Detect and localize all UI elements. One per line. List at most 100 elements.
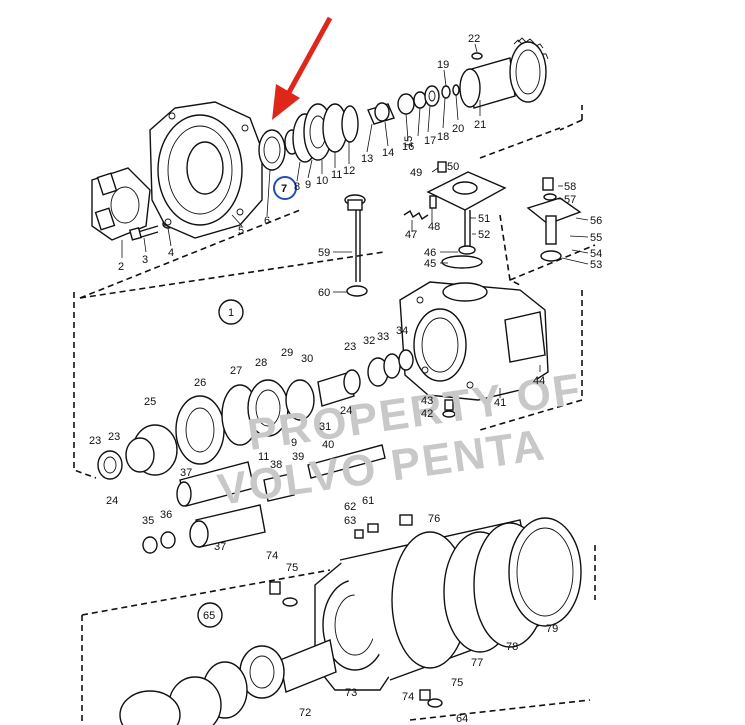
- callout-31: 31: [319, 421, 331, 433]
- group-1-circle: [218, 299, 244, 325]
- callout-18: 18: [437, 131, 449, 143]
- callout-44: 44: [533, 375, 545, 387]
- callout-49: 49: [410, 167, 422, 179]
- callout-52: 52: [478, 229, 490, 241]
- callout-23-left-b: 23: [108, 431, 120, 443]
- small-parts-13-18: [367, 84, 460, 125]
- callout-24-upper: 24: [340, 405, 352, 417]
- callout-6: 6: [264, 215, 270, 227]
- callout-24-left: 24: [106, 495, 118, 507]
- bolt-part-49: [437, 161, 447, 173]
- callout-76: 76: [428, 513, 440, 525]
- callout-10: 10: [316, 175, 328, 187]
- callout-27: 27: [230, 365, 242, 377]
- callout-7: 7: [281, 183, 287, 195]
- callout-14: 14: [382, 147, 394, 159]
- callout-17: 17: [424, 135, 436, 147]
- gear-train: [97, 349, 414, 480]
- callout-39: 39: [292, 451, 304, 463]
- callout-37-lower: 37: [214, 541, 226, 553]
- seal-part-6: [258, 129, 286, 171]
- callout-74-upper: 74: [266, 550, 278, 562]
- callout-74-lower: 74: [402, 691, 414, 703]
- callout-2: 2: [118, 261, 124, 273]
- callout-48: 48: [428, 221, 440, 233]
- callout-21: 21: [474, 119, 486, 131]
- callout-45: 45: [424, 258, 436, 270]
- pin-part-48: [429, 195, 437, 209]
- washer-part-42: [442, 410, 456, 418]
- group-boundary-upper: [79, 105, 583, 299]
- callout-75-upper: 75: [286, 562, 298, 574]
- bolt-part-43: [444, 399, 454, 411]
- callout-53: 53: [590, 259, 602, 271]
- coupling-part-2: [91, 167, 151, 241]
- callout-19: 19: [437, 59, 449, 71]
- callout-63: 63: [344, 515, 356, 527]
- callout-60: 60: [318, 287, 330, 299]
- callout-46: 46: [424, 247, 436, 259]
- callout-9: 9: [305, 179, 311, 191]
- gear-shaft-part-21: [459, 37, 549, 109]
- spring-part-47: [403, 209, 429, 221]
- upper-assembly: [91, 37, 549, 241]
- group-65-label: 65: [203, 610, 215, 622]
- callout-26: 26: [194, 377, 206, 389]
- callout-16: 16: [402, 141, 414, 153]
- pin-part-22: [471, 52, 483, 60]
- callout-3: 3: [142, 254, 148, 266]
- callout-8: 8: [294, 181, 300, 193]
- highlight-arrow: [272, 16, 333, 120]
- callout-11-lower: 11: [258, 451, 269, 463]
- callout-37-upper: 37: [180, 467, 192, 479]
- callout-77: 77: [471, 657, 483, 669]
- callout-labels: 2 3 4 5 6 7 8 9 10 11 12 13 14 15 16 17 …: [89, 33, 602, 725]
- callout-72: 72: [299, 707, 311, 719]
- callout-78: 78: [506, 641, 518, 653]
- cover-plate-part-50: [426, 171, 507, 269]
- bearing-stack-parts-8-12: [292, 103, 359, 163]
- lower-assembly: [119, 514, 582, 725]
- callout-35: 35: [142, 515, 154, 527]
- callout-79: 79: [546, 623, 558, 635]
- callout-11: 11: [331, 169, 342, 181]
- callout-36: 36: [160, 509, 172, 521]
- highlight-circle: [273, 176, 297, 200]
- callout-23-upper: 23: [344, 341, 356, 353]
- group-1-boundary: [73, 251, 583, 479]
- callout-13: 13: [361, 153, 373, 165]
- callout-54: 54: [590, 248, 602, 260]
- callout-75-lower: 75: [451, 677, 463, 689]
- callout-34: 34: [396, 325, 408, 337]
- callout-32: 32: [363, 335, 375, 347]
- callout-30: 30: [301, 353, 313, 365]
- callout-38: 38: [270, 459, 282, 471]
- callout-40: 40: [322, 439, 334, 451]
- callout-42: 42: [421, 408, 433, 420]
- callout-57: 57: [564, 194, 576, 206]
- bracket-part-56: [526, 177, 582, 262]
- callout-33: 33: [377, 331, 389, 343]
- callout-9-lower: 9: [291, 437, 297, 449]
- callout-4: 4: [168, 247, 174, 259]
- transmission-housing-part-41: [399, 281, 549, 401]
- callout-43: 43: [421, 395, 433, 407]
- callout-25: 25: [144, 396, 156, 408]
- callout-62: 62: [344, 501, 356, 513]
- callout-47: 47: [405, 229, 417, 241]
- flywheel-housing-part-5: [149, 101, 263, 239]
- callout-59: 59: [318, 247, 330, 259]
- callout-58: 58: [564, 181, 576, 193]
- callout-5: 5: [238, 225, 244, 237]
- group-65-circle: [197, 602, 223, 628]
- callout-50: 50: [447, 161, 459, 173]
- callout-64: 64: [456, 713, 468, 725]
- callout-22: 22: [468, 33, 480, 45]
- callout-61: 61: [362, 495, 374, 507]
- callout-20: 20: [452, 123, 464, 135]
- callout-73: 73: [345, 687, 357, 699]
- callout-12: 12: [343, 165, 355, 177]
- callout-56: 56: [590, 215, 602, 227]
- group-1-label: 1: [228, 307, 234, 319]
